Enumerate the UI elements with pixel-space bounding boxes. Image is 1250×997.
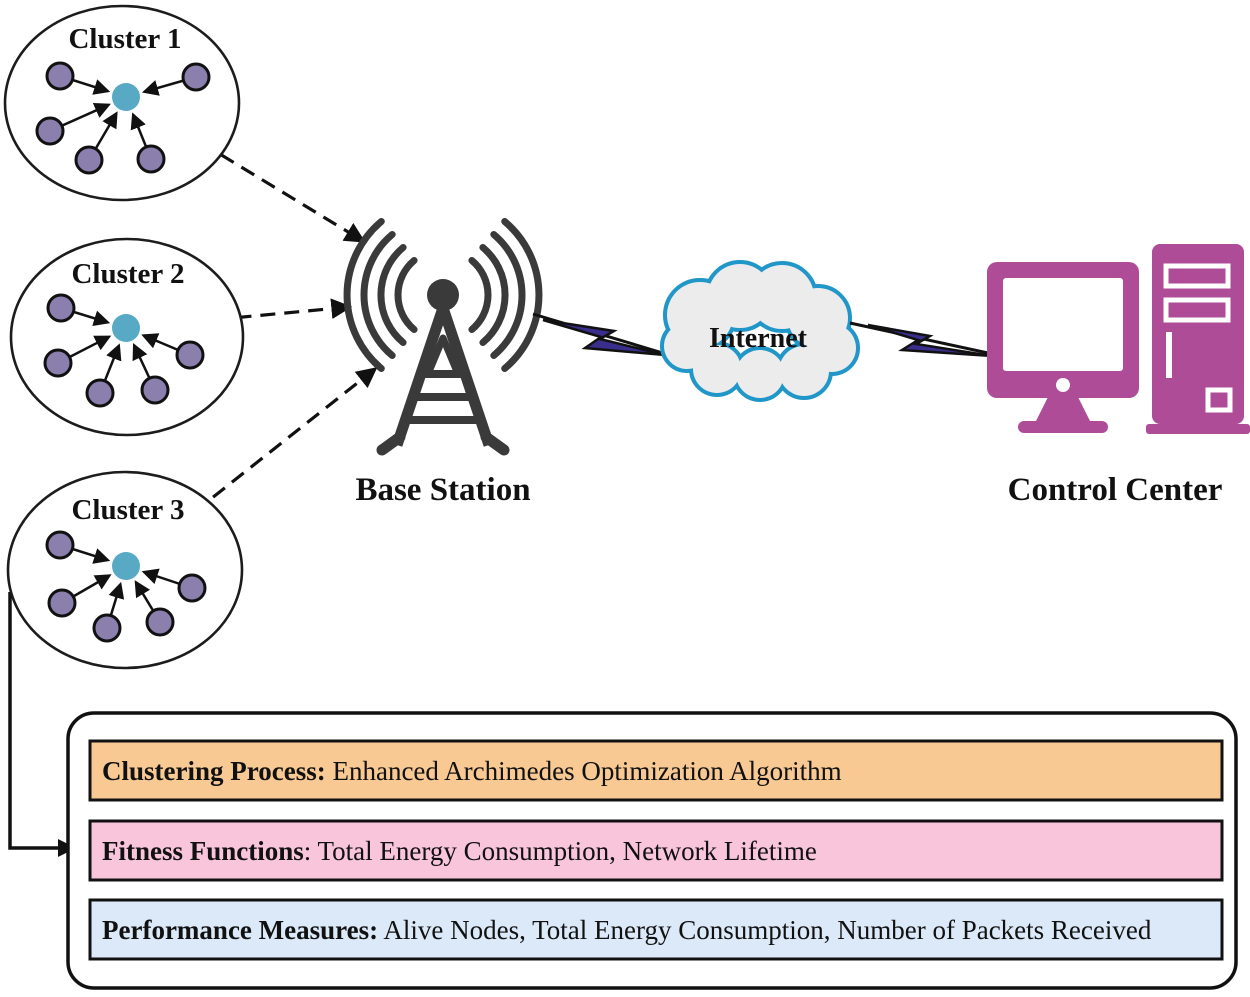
- sensor-node: [145, 607, 175, 637]
- cluster-1: Cluster 1: [3, 4, 241, 202]
- sensor-node: [140, 375, 170, 405]
- sensor-node: [85, 378, 115, 408]
- cluster-3-label: Cluster 3: [71, 494, 184, 526]
- cluster-2-label: Cluster 2: [71, 258, 184, 290]
- cluster-2: Cluster 2: [9, 237, 245, 437]
- performance-measures-bar: [88, 898, 1224, 961]
- cloud-body: [664, 264, 856, 398]
- sensor-node: [45, 530, 75, 560]
- sensor-node: [175, 340, 205, 370]
- computer-tower-icon: [1146, 244, 1250, 434]
- internet-label: Internet: [709, 323, 808, 354]
- cluster-1-label: Cluster 1: [68, 23, 181, 55]
- cluster-3-head-node: [112, 552, 140, 580]
- radio-waves-icon: [343, 218, 543, 372]
- cluster-2-head-node: [112, 314, 140, 342]
- sensor-node: [74, 145, 104, 175]
- sensor-node: [47, 588, 77, 618]
- clustering-process-bar: [88, 739, 1224, 802]
- control-center-label: Control Center: [1008, 472, 1223, 508]
- control-center-icon: [987, 244, 1250, 434]
- sensor-node: [45, 61, 75, 91]
- clustering-process-text: Clustering Process: Enhanced Archimedes …: [102, 756, 842, 786]
- sensor-node: [177, 573, 207, 603]
- internet-cloud-icon: Internet: [660, 260, 860, 402]
- sensor-node: [35, 116, 65, 146]
- cluster-3: Cluster 3: [6, 470, 244, 670]
- base-station-label: Base Station: [355, 472, 530, 508]
- monitor-icon: [987, 262, 1139, 433]
- cluster-3-sensor-nodes: [45, 530, 207, 643]
- cluster-2-sensor-nodes: [43, 293, 205, 408]
- antenna-tower-icon: [376, 279, 510, 456]
- sensor-node: [46, 293, 76, 323]
- fitness-functions-text: Fitness Functions: Total Energy Consumpt…: [102, 836, 817, 866]
- lightning-bolt-icon: [542, 318, 666, 357]
- sensor-node: [136, 144, 166, 174]
- base-station-icon: [343, 218, 543, 456]
- info-panel: Clustering Process: Enhanced Archimedes …: [66, 711, 1238, 990]
- performance-measures-text: Performance Measures: Alive Nodes, Total…: [102, 915, 1152, 945]
- cluster1-to-basestation-link: [137, 103, 366, 243]
- sensor-node: [43, 348, 73, 378]
- cluster-1-head-node: [112, 83, 140, 111]
- sensor-node: [92, 613, 122, 643]
- fitness-functions-bar: [88, 819, 1224, 882]
- sensor-node: [181, 62, 211, 92]
- cluster-1-sensor-nodes: [35, 61, 211, 175]
